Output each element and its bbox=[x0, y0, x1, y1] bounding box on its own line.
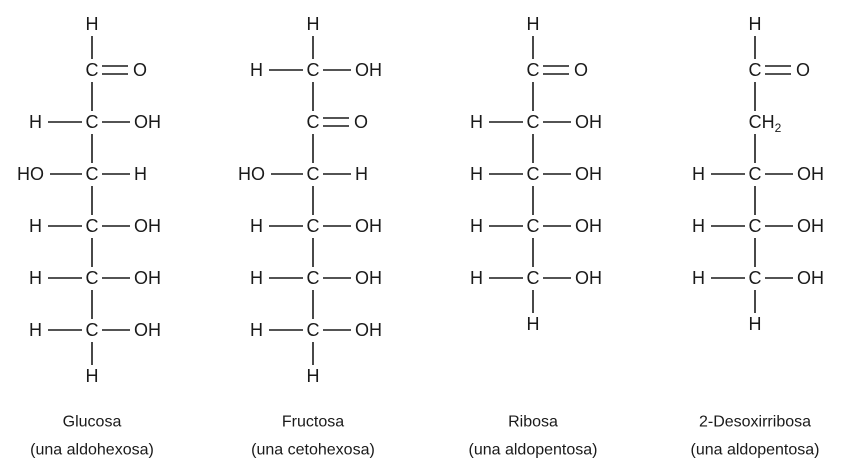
right-substituent: OH bbox=[355, 60, 382, 80]
molecule-name: Glucosa bbox=[63, 414, 122, 431]
carbon-atom: C bbox=[527, 164, 540, 184]
carbon-atom: C bbox=[86, 112, 99, 132]
left-substituent: H bbox=[692, 164, 705, 184]
carbon-atom: C bbox=[86, 268, 99, 288]
right-substituent: OH bbox=[355, 320, 382, 340]
top-hydrogen: H bbox=[749, 14, 762, 34]
left-substituent: H bbox=[250, 320, 263, 340]
right-substituent: OH bbox=[797, 164, 824, 184]
right-substituent: OH bbox=[575, 164, 602, 184]
right-substituent: OH bbox=[575, 216, 602, 236]
left-substituent: H bbox=[692, 216, 705, 236]
top-hydrogen: H bbox=[86, 14, 99, 34]
left-substituent: H bbox=[250, 268, 263, 288]
carbon-atom: C bbox=[307, 320, 320, 340]
carbon-atom: C bbox=[307, 216, 320, 236]
carbon-atom: C bbox=[527, 112, 540, 132]
bottom-hydrogen: H bbox=[527, 314, 540, 334]
bottom-hydrogen: H bbox=[307, 366, 320, 386]
carbon-atom: C bbox=[749, 164, 762, 184]
right-substituent: OH bbox=[134, 320, 161, 340]
carbon-atom: C bbox=[307, 60, 320, 80]
carbon-atom: C bbox=[307, 112, 320, 132]
carbon-atom: C bbox=[527, 216, 540, 236]
bottom-hydrogen: H bbox=[749, 314, 762, 334]
molecule-class: (una aldopentosa) bbox=[691, 442, 820, 459]
right-substituent: H bbox=[134, 164, 147, 184]
carbonyl-oxygen: O bbox=[574, 60, 588, 80]
left-substituent: H bbox=[470, 216, 483, 236]
right-substituent: OH bbox=[797, 268, 824, 288]
carbon-atom: C bbox=[86, 216, 99, 236]
carbon-atom: C bbox=[749, 216, 762, 236]
molecule-class: (una aldopentosa) bbox=[469, 442, 598, 459]
left-substituent: HO bbox=[17, 164, 44, 184]
top-hydrogen: H bbox=[527, 14, 540, 34]
carbonyl-oxygen: O bbox=[796, 60, 810, 80]
left-substituent: H bbox=[470, 164, 483, 184]
right-substituent: OH bbox=[355, 216, 382, 236]
carbon-atom: C bbox=[307, 268, 320, 288]
left-substituent: H bbox=[470, 112, 483, 132]
carbonyl-oxygen: O bbox=[133, 60, 147, 80]
right-substituent: OH bbox=[575, 268, 602, 288]
right-substituent: OH bbox=[355, 268, 382, 288]
ch2-group: CH2 bbox=[749, 112, 782, 135]
carbon-atom: C bbox=[527, 268, 540, 288]
molecule-class: (una aldohexosa) bbox=[30, 442, 154, 459]
carbon-atom: C bbox=[86, 320, 99, 340]
structure-ribosa: H C O C H OH C H OH C H OH C H OH H Ribosa (una aldopento… bbox=[469, 14, 602, 459]
left-substituent: H bbox=[692, 268, 705, 288]
right-substituent: H bbox=[355, 164, 368, 184]
left-substituent: H bbox=[29, 112, 42, 132]
carbon-atom: C bbox=[749, 268, 762, 288]
right-substituent: OH bbox=[797, 216, 824, 236]
carbon-atom: C bbox=[86, 60, 99, 80]
right-substituent: OH bbox=[575, 112, 602, 132]
left-substituent: H bbox=[250, 60, 263, 80]
right-substituent: OH bbox=[134, 268, 161, 288]
molecule-name: Ribosa bbox=[508, 414, 558, 431]
top-hydrogen: H bbox=[307, 14, 320, 34]
right-substituent: OH bbox=[134, 112, 161, 132]
bottom-hydrogen: H bbox=[86, 366, 99, 386]
left-substituent: H bbox=[29, 216, 42, 236]
left-substituent: H bbox=[470, 268, 483, 288]
carbonyl-oxygen: O bbox=[354, 112, 368, 132]
left-substituent: HO bbox=[238, 164, 265, 184]
carbon-atom: C bbox=[527, 60, 540, 80]
molecule-name: 2-Desoxirribosa bbox=[699, 414, 811, 431]
molecule-name: Fructosa bbox=[282, 414, 344, 431]
carbon-atom: C bbox=[86, 164, 99, 184]
left-substituent: H bbox=[29, 320, 42, 340]
right-substituent: OH bbox=[134, 216, 161, 236]
molecule-class: (una cetohexosa) bbox=[251, 442, 375, 459]
carbon-atom: C bbox=[307, 164, 320, 184]
left-substituent: H bbox=[250, 216, 263, 236]
carbon-atom: C bbox=[749, 60, 762, 80]
left-substituent: H bbox=[29, 268, 42, 288]
